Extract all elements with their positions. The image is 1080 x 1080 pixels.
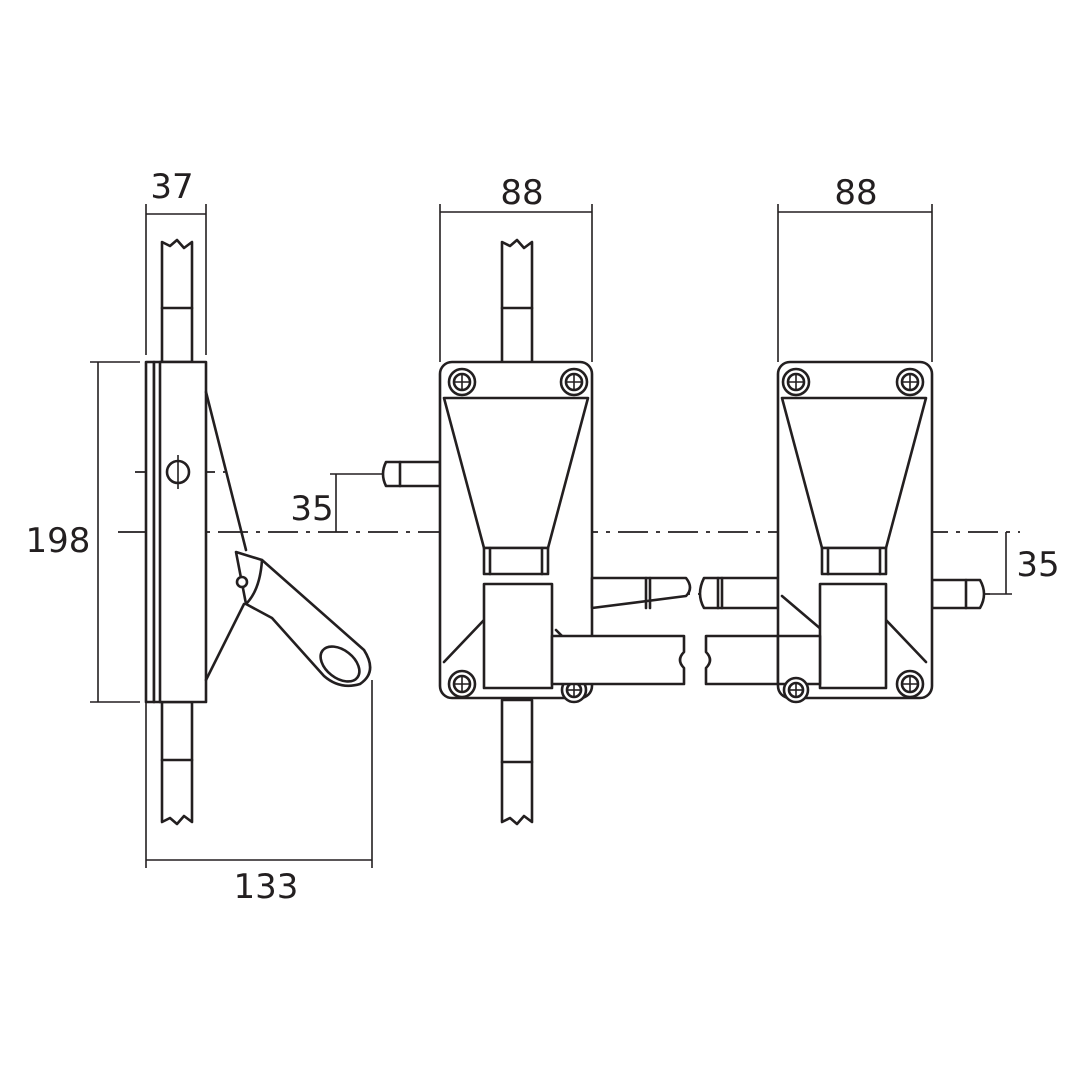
- dimension-label-133: 133: [234, 867, 299, 907]
- left-screw-tr: [559, 367, 589, 397]
- left-collar: [482, 546, 550, 576]
- left-top-rod: [500, 238, 534, 366]
- right-screw-tl: [781, 367, 811, 397]
- dimension-label-35-left: 35: [290, 489, 333, 529]
- upper-connector-right: [698, 576, 780, 610]
- left-lower-box: [482, 582, 554, 690]
- dimension-label-88-right: 88: [834, 173, 877, 213]
- dimension-side-depth: 133: [145, 680, 373, 907]
- upper-connector-left: [590, 576, 692, 610]
- left-plate: [438, 360, 594, 700]
- side-bottom-rod: [160, 700, 194, 826]
- right-side-bolt: [930, 578, 986, 610]
- right-screw-br: [895, 669, 925, 699]
- right-lower-box: [818, 582, 888, 690]
- push-bar-left: [550, 634, 686, 686]
- dimension-left-width: 88: [439, 173, 593, 362]
- dimension-label-37: 37: [150, 167, 193, 207]
- right-collar: [820, 546, 888, 576]
- left-screw-bl: [447, 669, 477, 699]
- right-screw-bl: [782, 676, 810, 704]
- side-body: [152, 360, 208, 704]
- left-side-bolt: [381, 460, 442, 488]
- dimension-label-88-left: 88: [500, 173, 543, 213]
- dimension-right-width: 88: [777, 173, 933, 362]
- front-view-right: [776, 360, 986, 704]
- right-plate: [776, 360, 934, 700]
- side-view: [144, 238, 372, 826]
- dimension-label-35-right: 35: [1016, 545, 1059, 585]
- left-screw-tl: [447, 367, 477, 397]
- dimension-right-offset: 35: [990, 532, 1060, 595]
- side-pivot: [235, 575, 249, 589]
- side-top-rod: [160, 238, 194, 364]
- dimension-side-width: 37: [145, 167, 207, 355]
- dimension-side-height: 198: [24, 361, 140, 703]
- dimension-left-offset: 35: [290, 473, 384, 532]
- front-view-left: [381, 238, 594, 826]
- dimension-label-198: 198: [26, 521, 91, 561]
- side-slant-face: [204, 390, 248, 552]
- right-screw-tr: [895, 367, 925, 397]
- side-handle-grip: [319, 645, 361, 683]
